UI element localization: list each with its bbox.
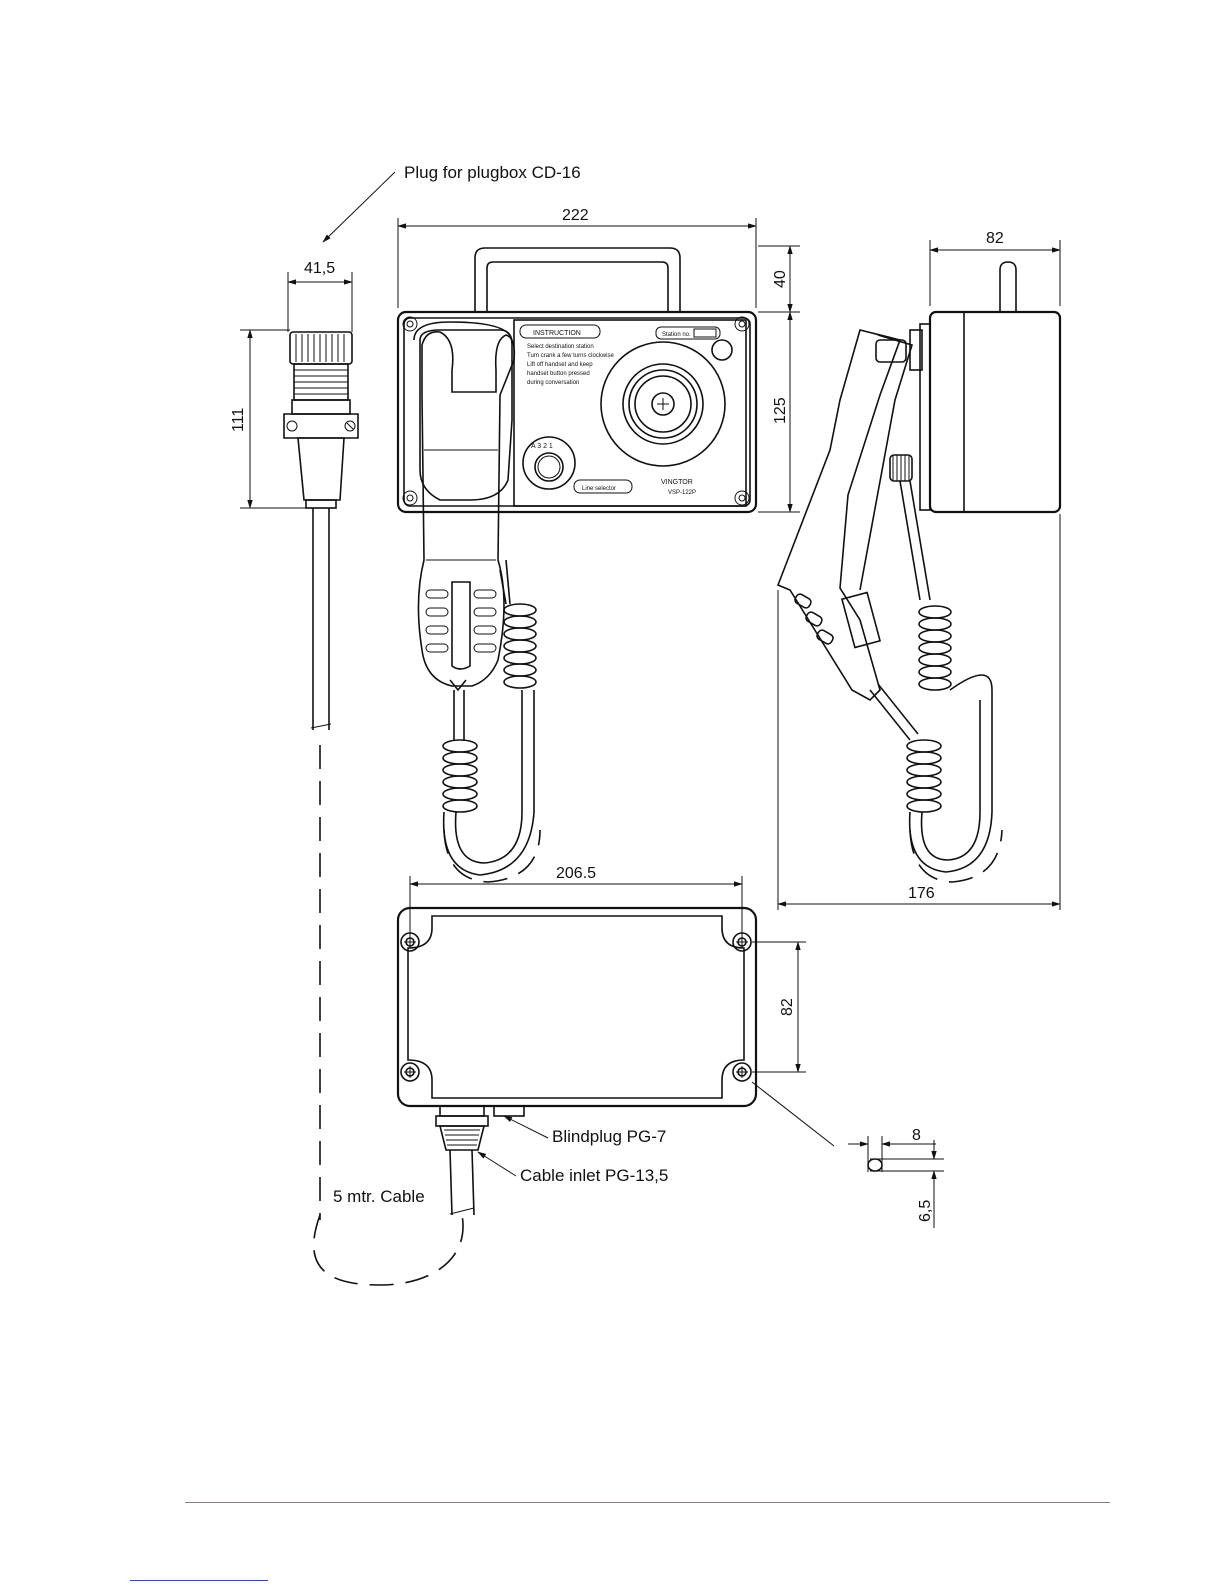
hole-pitch-value: 206.5 — [556, 865, 596, 882]
indicator-lamp — [711, 339, 733, 361]
station-label: Station no. — [662, 332, 691, 338]
front-width-value: 222 — [562, 207, 589, 224]
model-label: VSP-122P — [668, 490, 696, 496]
cable-inlet-label: Cable inlet PG-13,5 — [520, 1166, 668, 1185]
front-view: 222 40 125 INSTRUCTION Select destinatio… — [396, 207, 800, 883]
line-selector-label: Line selector — [582, 486, 616, 492]
selector-numbers: A 3 2 1 — [531, 443, 553, 450]
blindplug-label: Blindplug PG-7 — [552, 1127, 666, 1146]
instruction-line-2: Turn crank a few turns clockwise — [527, 353, 614, 359]
instruction-line-1: Select destination station — [527, 344, 594, 350]
slot-detail: 8 6,5 — [751, 1081, 944, 1228]
slot-width-value: 6,5 — [917, 1200, 934, 1222]
side-depth-value: 82 — [986, 230, 1004, 247]
handle-height-value: 40 — [772, 270, 789, 288]
plug-leader-arrow — [322, 171, 396, 243]
instruction-line-3: Lift off handset and keep — [527, 362, 593, 368]
footer-link-underline[interactable] — [130, 1580, 268, 1581]
cable-label: 5 mtr. Cable — [333, 1187, 425, 1206]
blind-plug — [493, 1105, 525, 1117]
handset — [417, 330, 516, 687]
crank-center — [651, 392, 675, 416]
slot-length-value: 8 — [912, 1127, 921, 1144]
plug-label: Plug for plugbox CD-16 — [404, 163, 581, 182]
brand-label: VINGTOR — [661, 479, 693, 486]
instruction-line-5: during conversation — [527, 380, 579, 386]
footer-rule — [185, 1502, 1110, 1503]
front-height-value: 125 — [772, 397, 789, 424]
cable-gland — [439, 1105, 485, 1117]
plug-height-value: 111 — [230, 408, 247, 432]
plug-connector: Plug for plugbox CD-16 41,5 111 — [230, 163, 581, 1286]
instruction-line-4: handset button pressed — [527, 371, 590, 377]
plug-width-value: 41,5 — [304, 260, 335, 277]
side-view: 82 — [776, 230, 1062, 910]
mounting-box: 206.5 82 Blindplug PG-7 — [396, 865, 806, 1216]
line-selector-knob — [522, 436, 576, 490]
hole-vertical-value: 82 — [779, 998, 796, 1016]
instruction-title: INSTRUCTION — [533, 330, 581, 337]
side-total-value: 176 — [908, 885, 935, 902]
